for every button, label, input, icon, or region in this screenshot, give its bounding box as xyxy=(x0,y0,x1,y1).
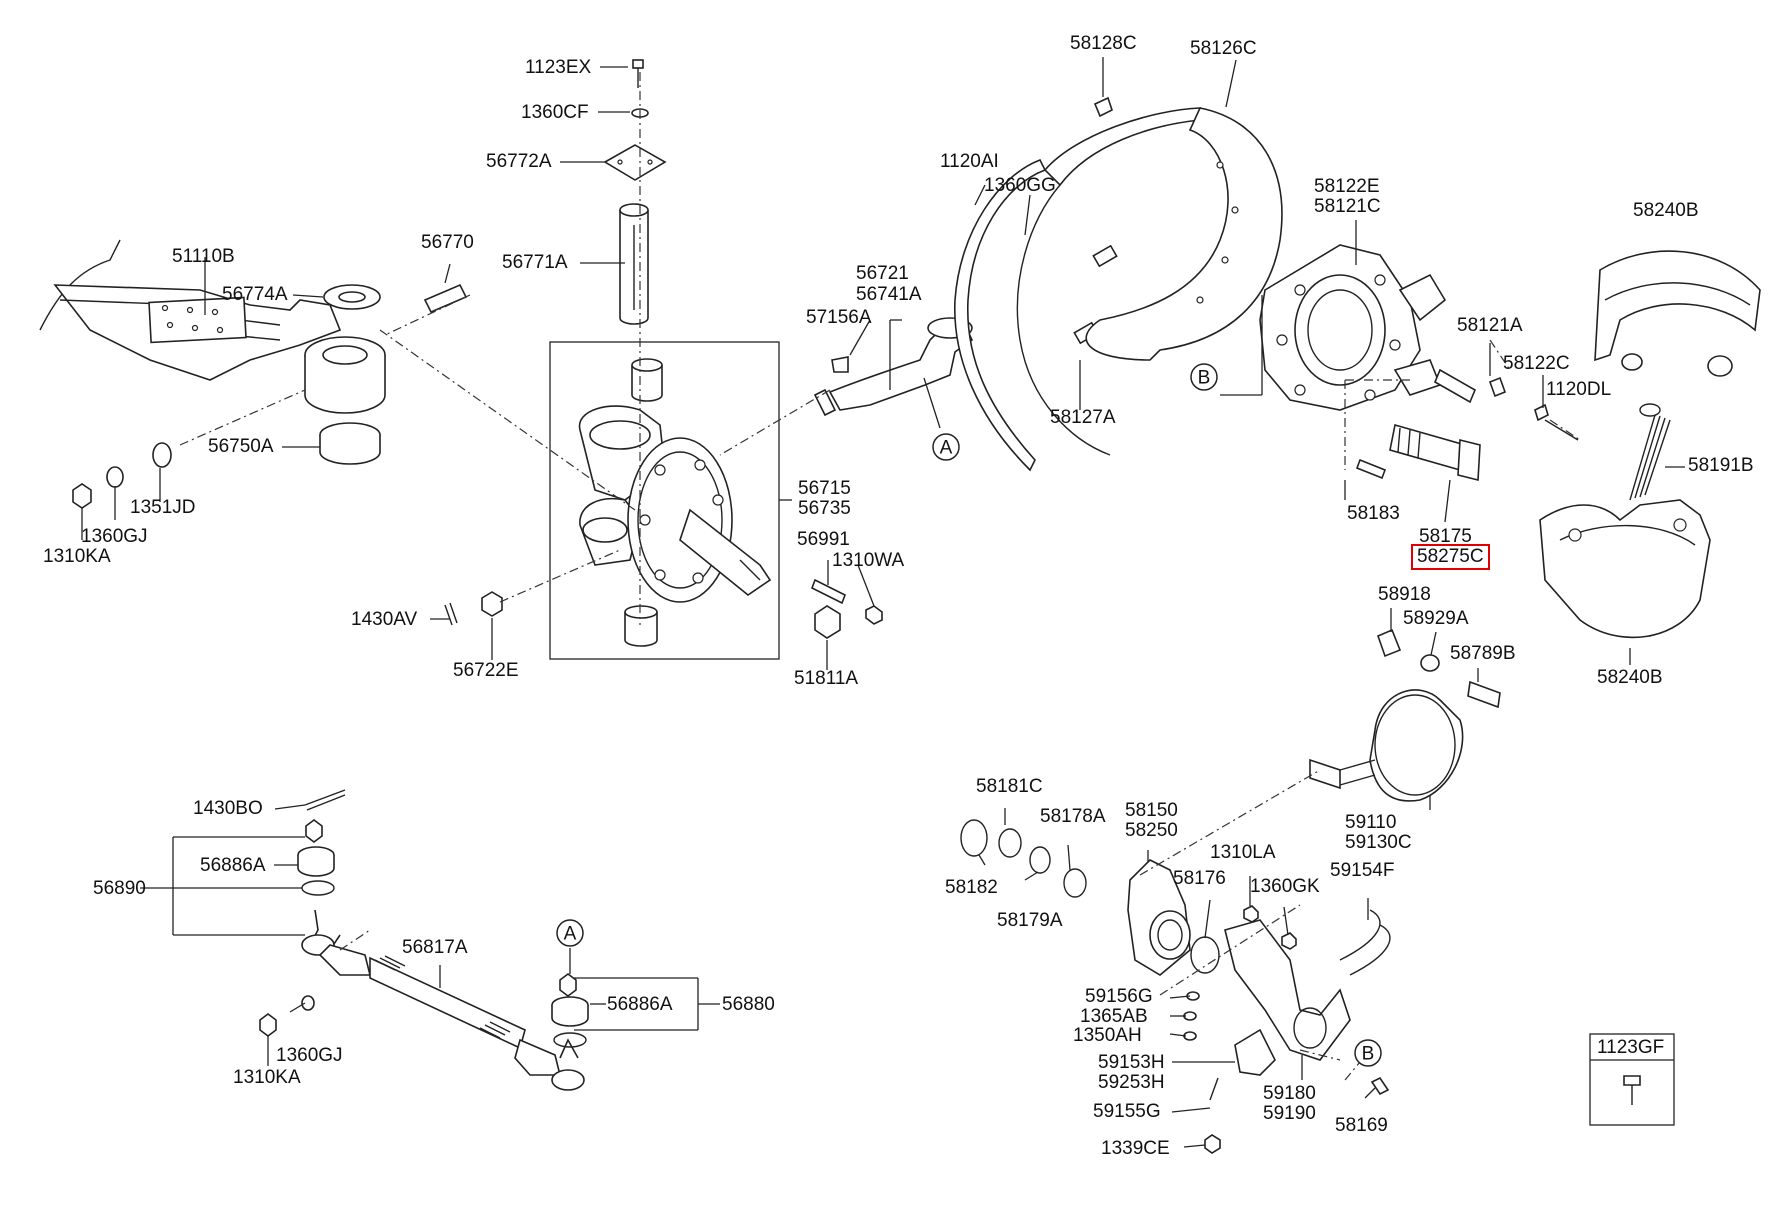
label-58128C[interactable]: 58128C xyxy=(1070,33,1137,54)
label-56890[interactable]: 56890 xyxy=(93,878,146,899)
label-56772A[interactable]: 56772A xyxy=(486,151,552,172)
left-leader-lines xyxy=(81,66,941,670)
king-pin-stack xyxy=(603,59,667,325)
tie-rod-assembly xyxy=(259,789,589,1091)
label-58126C[interactable]: 58126C xyxy=(1190,38,1257,59)
label-58929A[interactable]: 58929A xyxy=(1403,608,1469,629)
label-58182[interactable]: 58182 xyxy=(945,877,998,898)
brake-shoes xyxy=(1534,250,1761,639)
label-58191B[interactable]: 58191B xyxy=(1688,455,1754,476)
label-1365AB[interactable]: 1365AB xyxy=(1080,1006,1148,1027)
label-58169[interactable]: 58169 xyxy=(1335,1115,1388,1136)
label-1310LA[interactable]: 1310LA xyxy=(1210,842,1276,863)
axle-beam xyxy=(39,239,386,414)
label-1350AH[interactable]: 1350AH xyxy=(1073,1025,1142,1046)
label-59154F[interactable]: 59154F xyxy=(1330,860,1395,881)
label-58122C[interactable]: 58122C xyxy=(1503,353,1570,374)
label-56817A[interactable]: 56817A xyxy=(402,937,468,958)
label-1120DL[interactable]: 1120DL xyxy=(1546,379,1612,400)
label-51110B[interactable]: 51110B xyxy=(172,246,235,267)
tie-rod-leaders xyxy=(140,804,720,1066)
brake-spider xyxy=(1259,244,1507,411)
label-56750A[interactable]: 56750A xyxy=(208,436,274,457)
label-56771A[interactable]: 56771A xyxy=(502,252,568,273)
label-58127A[interactable]: 58127A xyxy=(1050,407,1116,428)
label-1310KA-bottom[interactable]: 1310KA xyxy=(233,1067,301,1088)
callout-a-bottom-text: A xyxy=(564,924,577,945)
label-59155G[interactable]: 59155G xyxy=(1093,1101,1161,1122)
label-58150[interactable]: 58150 xyxy=(1125,800,1178,821)
callout-a-top-text: A xyxy=(940,438,953,459)
label-56735[interactable]: 56735 xyxy=(798,498,851,519)
label-56991[interactable]: 56991 xyxy=(797,529,850,550)
callout-b-left-text: B xyxy=(1198,368,1211,389)
label-59190[interactable]: 59190 xyxy=(1263,1103,1316,1124)
label-1360GK[interactable]: 1360GK xyxy=(1250,876,1320,897)
right-leader-lines xyxy=(974,57,1685,1148)
label-56886A-left[interactable]: 56886A xyxy=(200,855,266,876)
label-1123EX[interactable]: 1123EX xyxy=(525,57,592,78)
callout-b-right-text: B xyxy=(1362,1044,1375,1065)
label-1360GG[interactable]: 1360GG xyxy=(984,175,1056,196)
label-56880[interactable]: 56880 xyxy=(722,994,775,1015)
label-56770[interactable]: 56770 xyxy=(421,232,474,253)
label-58183[interactable]: 58183 xyxy=(1347,503,1400,524)
label-58240B-bottom[interactable]: 58240B xyxy=(1597,667,1663,688)
label-1360GJ-bottom[interactable]: 1360GJ xyxy=(276,1045,343,1066)
label-1360CF[interactable]: 1360CF xyxy=(521,102,589,123)
label-58918[interactable]: 58918 xyxy=(1378,584,1431,605)
label-1351JD[interactable]: 1351JD xyxy=(130,497,196,518)
label-58240B-top[interactable]: 58240B xyxy=(1633,200,1699,221)
label-1360GJ-top[interactable]: 1360GJ xyxy=(81,526,148,547)
label-58121A[interactable]: 58121A xyxy=(1457,315,1523,336)
slack-adjuster xyxy=(960,819,1220,976)
label-58275C-highlighted[interactable]: 58275C xyxy=(1411,544,1490,570)
label-51811A[interactable]: 51811A xyxy=(794,668,859,689)
camshaft xyxy=(1355,423,1481,482)
callout-a-bottom[interactable]: A xyxy=(556,919,584,947)
label-1430BO[interactable]: 1430BO xyxy=(193,798,263,819)
label-59156G[interactable]: 59156G xyxy=(1085,986,1153,1007)
callout-b-left[interactable]: B xyxy=(1190,363,1218,391)
label-56774A[interactable]: 56774A xyxy=(222,284,288,305)
callout-a-top[interactable]: A xyxy=(932,433,960,461)
label-58789B[interactable]: 58789B xyxy=(1450,643,1516,664)
label-1310KA-top[interactable]: 1310KA xyxy=(43,546,111,567)
label-56886A-right[interactable]: 56886A xyxy=(607,994,673,1015)
label-58122E[interactable]: 58122E xyxy=(1314,176,1380,197)
brake-chamber xyxy=(1309,628,1501,802)
label-59153H[interactable]: 59153H xyxy=(1098,1052,1165,1073)
label-59253H[interactable]: 59253H xyxy=(1098,1072,1165,1093)
label-59180[interactable]: 59180 xyxy=(1263,1083,1316,1104)
steering-arm xyxy=(813,317,974,417)
label-59110[interactable]: 59110 xyxy=(1345,812,1397,833)
label-58176[interactable]: 58176 xyxy=(1173,868,1226,889)
label-58178A[interactable]: 58178A xyxy=(1040,806,1106,827)
label-59130C[interactable]: 59130C xyxy=(1345,832,1412,853)
label-1339CE[interactable]: 1339CE xyxy=(1101,1138,1170,1159)
label-56721[interactable]: 56721 xyxy=(856,263,909,284)
label-58250[interactable]: 58250 xyxy=(1125,820,1178,841)
label-1120AI[interactable]: 1120AI xyxy=(940,151,999,172)
callout-b-right[interactable]: B xyxy=(1354,1039,1382,1067)
label-57156A[interactable]: 57156A xyxy=(806,307,872,328)
label-1123GF[interactable]: 1123GF xyxy=(1597,1037,1665,1058)
label-58179A[interactable]: 58179A xyxy=(997,910,1063,931)
label-56722E[interactable]: 56722E xyxy=(453,660,519,681)
label-58121C[interactable]: 58121C xyxy=(1314,196,1381,217)
label-58175[interactable]: 58175 xyxy=(1419,526,1472,547)
steering-knuckle xyxy=(578,358,772,647)
label-1430AV[interactable]: 1430AV xyxy=(351,609,418,630)
part-1123GF-box xyxy=(1589,1033,1675,1126)
label-1310WA[interactable]: 1310WA xyxy=(832,550,905,571)
label-56741A[interactable]: 56741A xyxy=(856,284,922,305)
dust-shield xyxy=(954,96,1283,472)
label-56715[interactable]: 56715 xyxy=(798,478,851,499)
label-58181C[interactable]: 58181C xyxy=(976,776,1043,797)
misc-left-parts xyxy=(72,283,468,509)
